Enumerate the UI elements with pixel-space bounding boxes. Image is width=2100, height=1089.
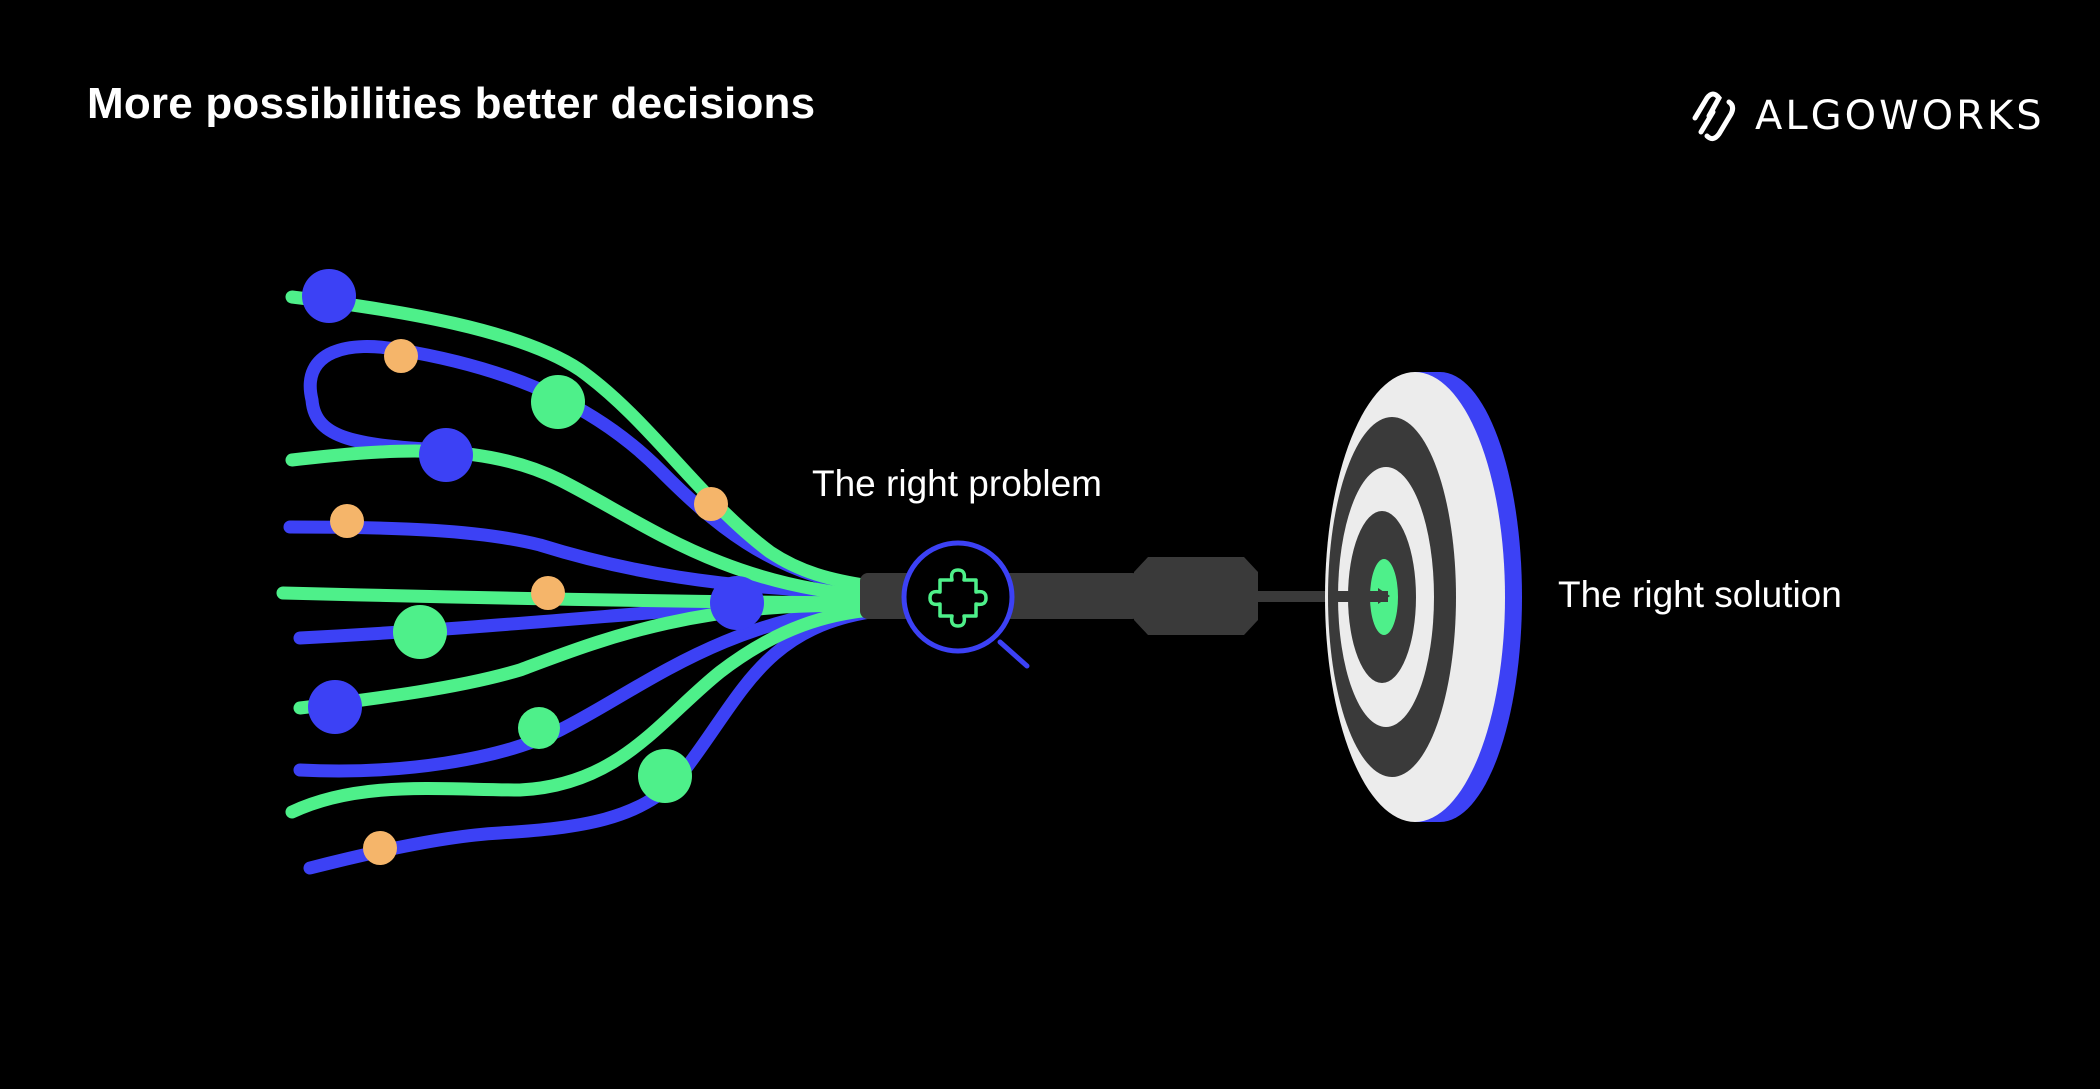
magnifier-lens [901, 540, 1015, 654]
orange-node [384, 339, 418, 373]
blue-node [419, 428, 473, 482]
dart-barrel [1134, 557, 1258, 635]
orange-node [363, 831, 397, 865]
green-node [638, 749, 692, 803]
path-nodes [302, 269, 764, 865]
logo-wordmark: ALGOWORKS [1755, 93, 2045, 139]
orange-node [330, 504, 364, 538]
green-path-2 [285, 444, 877, 603]
green-node [518, 707, 560, 749]
orange-node [694, 487, 728, 521]
green-node [531, 375, 585, 429]
blue-node [308, 680, 362, 734]
brand-logo: ALGOWORKS [1685, 88, 2045, 144]
green-node [393, 605, 447, 659]
blue-path-loop [303, 340, 877, 595]
page-title: More possibilities better decisions [87, 79, 816, 128]
puzzle-piece-icon [928, 568, 988, 628]
right-problem-label: The right problem [812, 463, 1102, 504]
blue-node [710, 576, 764, 630]
blue-path-9 [303, 605, 877, 875]
right-solution-label: The right solution [1558, 574, 1842, 615]
target-icon [1325, 372, 1522, 822]
blue-path-7 [293, 599, 877, 778]
dart-tip [1255, 591, 1390, 602]
magnifier-handle [997, 639, 1030, 669]
blue-node [302, 269, 356, 323]
algoworks-logo-icon [1692, 91, 1736, 142]
orange-node [531, 576, 565, 610]
green-path-1 [285, 290, 877, 593]
dart-tip-in-target [1336, 591, 1388, 602]
green-path-8 [285, 603, 877, 819]
magnifying-glass-icon [901, 540, 1030, 669]
